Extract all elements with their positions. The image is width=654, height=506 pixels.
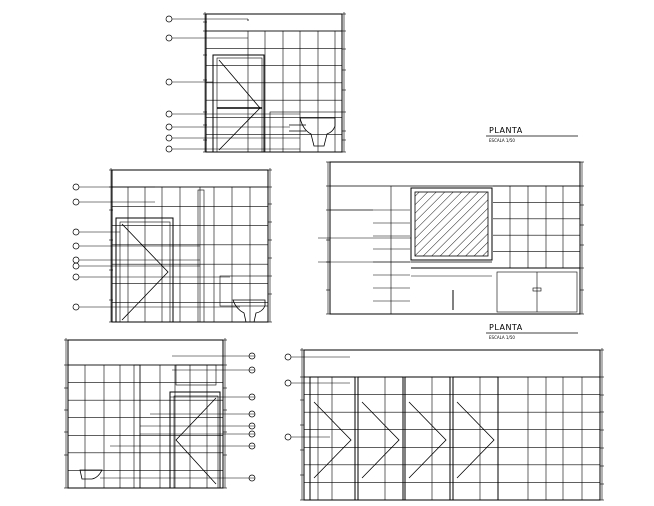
title-block-1: PLANTA ESCALA 1/50	[486, 126, 578, 143]
outline	[410, 187, 493, 261]
outline	[269, 111, 343, 153]
planta-title-2: PLANTA	[489, 323, 523, 332]
outline	[309, 376, 356, 501]
escala-label-1: ESCALA 1/50	[489, 138, 515, 143]
elevation-middle-left	[72, 168, 272, 323]
toilet	[79, 469, 103, 480]
outline	[532, 287, 542, 292]
toilet	[232, 299, 266, 323]
door-swing	[408, 401, 447, 479]
door-swing	[121, 223, 169, 321]
outline	[357, 376, 404, 501]
toilet	[299, 117, 336, 147]
outline	[119, 221, 171, 323]
door-swing	[313, 401, 352, 479]
title-block-2: PLANTA ESCALA 1/50	[486, 323, 578, 340]
door-swing	[456, 401, 495, 479]
elevation-bottom-right	[284, 348, 604, 501]
outline	[216, 57, 263, 153]
elevation-middle-right	[318, 161, 584, 315]
mirror-hatch	[414, 191, 489, 257]
outline	[197, 189, 205, 323]
elevation-top	[165, 12, 346, 153]
outline	[133, 364, 141, 489]
door-swing	[361, 401, 400, 479]
escala-label-2: ESCALA 1/50	[489, 335, 515, 340]
planta-title-1: PLANTA	[489, 126, 523, 135]
outline	[404, 376, 451, 501]
outline	[173, 395, 219, 489]
door-swing	[175, 397, 217, 485]
outline	[452, 376, 499, 501]
outline	[175, 364, 217, 386]
outline	[219, 275, 269, 307]
elevation-bottom-left	[64, 338, 256, 489]
